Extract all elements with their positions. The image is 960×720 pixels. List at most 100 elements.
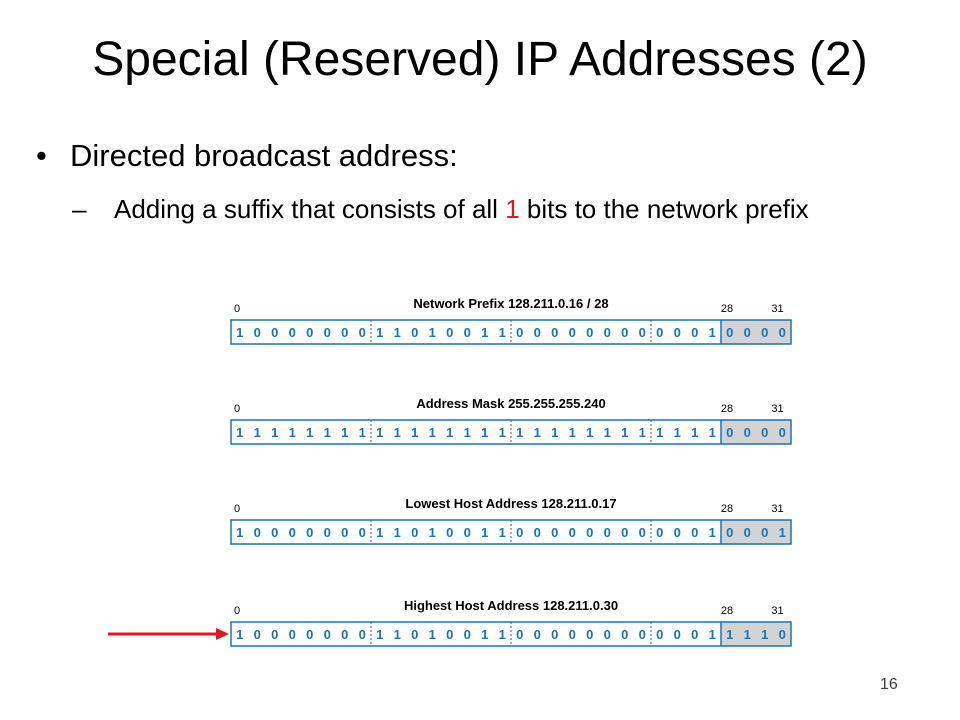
- bit-value: 1: [394, 525, 401, 540]
- bit-value: 0: [341, 627, 348, 642]
- bit-value: 1: [254, 425, 261, 440]
- bit-value: 0: [656, 627, 663, 642]
- bit-value: 1: [516, 425, 523, 440]
- bit-value: 0: [761, 425, 768, 440]
- suffix-shade: [721, 622, 791, 646]
- bit-value: 0: [359, 627, 366, 642]
- bit-value: 0: [306, 525, 313, 540]
- bit-index-label: 31: [771, 303, 783, 315]
- bit-value: 0: [674, 325, 681, 340]
- bit-value: 0: [691, 325, 698, 340]
- bit-value: 1: [779, 525, 786, 540]
- bit-value: 0: [306, 325, 313, 340]
- bit-value: 1: [709, 325, 716, 340]
- bit-value: 0: [779, 425, 786, 440]
- sub-bullet: – Adding a suffix that consists of all 1…: [72, 192, 852, 227]
- bit-value: 1: [534, 425, 541, 440]
- bit-value: 1: [411, 425, 418, 440]
- bit-value: 1: [481, 325, 488, 340]
- bit-value: 0: [359, 525, 366, 540]
- bit-value: 0: [516, 627, 523, 642]
- bit-value: 0: [656, 325, 663, 340]
- bit-value: 0: [674, 525, 681, 540]
- bit-value: 1: [236, 525, 243, 540]
- bit-value: 0: [691, 525, 698, 540]
- bit-value: 1: [499, 525, 506, 540]
- bit-value: 1: [236, 325, 243, 340]
- highlight-one: 1: [505, 194, 520, 224]
- row-label: Address Mask 255.255.255.240: [416, 396, 605, 411]
- bit-value: 0: [779, 325, 786, 340]
- bit-value: 0: [761, 325, 768, 340]
- bit-value: 0: [271, 627, 278, 642]
- bit-value: 1: [551, 425, 558, 440]
- bit-value: 0: [254, 325, 261, 340]
- bit-value: 0: [744, 425, 751, 440]
- suffix-shade: [721, 420, 791, 444]
- bit-value: 0: [586, 525, 593, 540]
- bit-index-label: 28: [721, 605, 733, 617]
- bit-value: 0: [621, 627, 628, 642]
- bit-index-label: 28: [721, 303, 733, 315]
- bit-value: 0: [446, 525, 453, 540]
- bit-index-label: 31: [771, 503, 783, 515]
- bit-value: 1: [376, 325, 383, 340]
- bit-value: 0: [254, 525, 261, 540]
- bit-value: 1: [674, 425, 681, 440]
- bit-value: 0: [324, 325, 331, 340]
- bit-value: 0: [534, 627, 541, 642]
- sub-bullet-text-end: bits to the network prefix: [519, 194, 809, 224]
- bit-value: 0: [674, 627, 681, 642]
- bit-value: 0: [289, 525, 296, 540]
- bit-value: 0: [324, 627, 331, 642]
- bit-value: 0: [639, 627, 646, 642]
- suffix-shade: [721, 320, 791, 344]
- bit-value: 1: [429, 425, 436, 440]
- bit-value: 0: [411, 325, 418, 340]
- bit-index-label: 28: [721, 503, 733, 515]
- bit-index-label: 0: [234, 303, 240, 315]
- bit-value: 1: [464, 425, 471, 440]
- bit-value: 0: [569, 325, 576, 340]
- bit-value: 0: [324, 525, 331, 540]
- bit-value: 0: [551, 627, 558, 642]
- bit-index-label: 31: [771, 403, 783, 415]
- pointer-arrow-head: [216, 628, 229, 640]
- bullet-text: Directed broadcast address:: [70, 138, 458, 173]
- bit-value: 0: [621, 525, 628, 540]
- bit-value: 0: [604, 325, 611, 340]
- bit-value: 1: [656, 425, 663, 440]
- bit-value: 1: [429, 627, 436, 642]
- bit-value: 1: [324, 425, 331, 440]
- bit-value: 1: [761, 627, 768, 642]
- bit-value: 1: [429, 525, 436, 540]
- bit-value: 1: [394, 425, 401, 440]
- bit-value: 1: [236, 425, 243, 440]
- bit-value: 1: [726, 627, 733, 642]
- bit-value: 1: [394, 627, 401, 642]
- suffix-shade: [721, 520, 791, 544]
- bit-value: 0: [604, 627, 611, 642]
- bit-value: 0: [411, 525, 418, 540]
- bit-value: 1: [394, 325, 401, 340]
- bit-value: 0: [446, 627, 453, 642]
- bit-value: 0: [271, 325, 278, 340]
- bit-value: 1: [691, 425, 698, 440]
- bit-value: 0: [359, 325, 366, 340]
- page-number: 16: [880, 676, 898, 693]
- row-label: Highest Host Address 128.211.0.30: [404, 598, 618, 613]
- bit-value: 1: [604, 425, 611, 440]
- bit-value: 0: [551, 525, 558, 540]
- bit-value: 1: [306, 425, 313, 440]
- bit-value: 0: [726, 525, 733, 540]
- bit-value: 0: [411, 627, 418, 642]
- bit-value: 0: [446, 325, 453, 340]
- bit-value: 1: [621, 425, 628, 440]
- bit-value: 0: [271, 525, 278, 540]
- bit-value: 0: [516, 325, 523, 340]
- bit-value: 0: [744, 525, 751, 540]
